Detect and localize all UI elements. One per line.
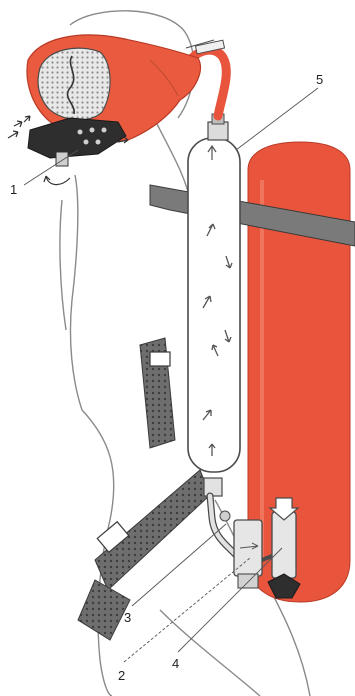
callout-1: 1	[10, 182, 17, 197]
exhalation-valve	[8, 116, 128, 185]
regeneration-cartridge	[188, 138, 240, 472]
callout-5: 5	[316, 72, 323, 87]
leader-line-5	[236, 88, 318, 150]
leader-line-4	[178, 548, 282, 652]
callout-4: 4	[172, 656, 179, 671]
strap-buckle	[150, 352, 170, 366]
callout-2: 2	[118, 668, 125, 683]
leader-line-2	[124, 558, 250, 662]
callout-3: 3	[124, 610, 131, 625]
